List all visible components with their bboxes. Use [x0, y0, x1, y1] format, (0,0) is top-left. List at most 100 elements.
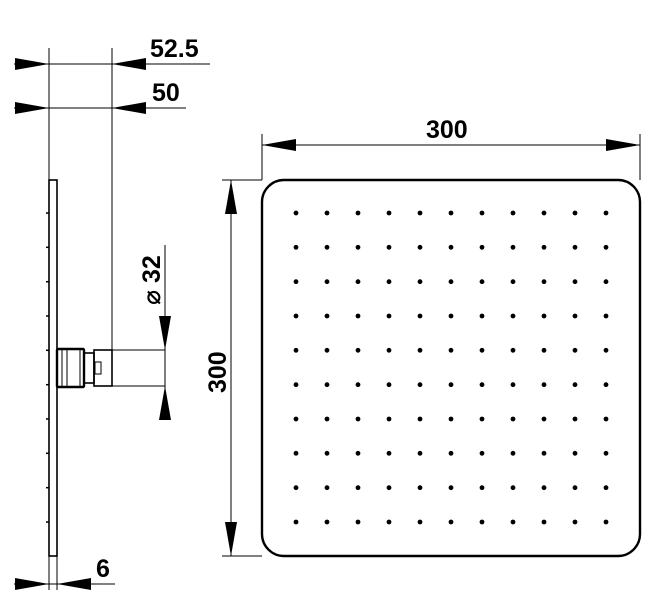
nozzle-dot	[355, 519, 361, 525]
nozzle-dot	[572, 279, 578, 285]
nozzle-dot	[603, 244, 609, 250]
nozzle-dot	[510, 450, 516, 456]
nozzle-dot	[510, 519, 516, 525]
nozzle-dot	[572, 519, 578, 525]
nozzle-dot	[293, 244, 299, 250]
dimension-label-300-height: 300	[204, 351, 232, 393]
dimension-label-50: 50	[152, 79, 180, 107]
nozzle-dot	[293, 210, 299, 216]
nozzle-dot	[355, 382, 361, 388]
nozzle-dot	[355, 210, 361, 216]
nozzle-dot	[324, 210, 330, 216]
nozzle-dot	[293, 485, 299, 491]
nozzle-dot	[355, 416, 361, 422]
nozzle-dot	[386, 416, 392, 422]
nozzle-dot	[386, 347, 392, 353]
nozzle-dot	[324, 519, 330, 525]
nozzle-dot	[541, 519, 547, 525]
nozzle-dot	[448, 416, 454, 422]
nozzle-dot	[355, 347, 361, 353]
nozzle-dot	[479, 347, 485, 353]
dimension-label-52-5: 52.5	[150, 35, 199, 63]
nozzle-dot	[603, 485, 609, 491]
nozzle-dot	[572, 210, 578, 216]
svg-text:⌀ 32: ⌀ 32	[138, 255, 166, 305]
nozzle-dot	[541, 382, 547, 388]
nozzle-dot	[510, 382, 516, 388]
nozzle-dot	[510, 244, 516, 250]
front-view: 300 300	[204, 116, 642, 558]
nozzle-dot	[293, 347, 299, 353]
nozzle-dot	[510, 416, 516, 422]
nozzle-dot	[386, 313, 392, 319]
nozzle-dot	[324, 244, 330, 250]
nozzle-dot	[572, 244, 578, 250]
nozzle-dot	[324, 450, 330, 456]
nozzle-dot	[448, 210, 454, 216]
nozzle-dot	[386, 382, 392, 388]
nozzle-dot	[541, 313, 547, 319]
dimension-52-5: 52.5	[14, 35, 210, 70]
dimension-50: 50	[14, 79, 186, 114]
nozzle-dot	[417, 450, 423, 456]
nozzle-dot	[479, 416, 485, 422]
dimension-label-32: 32	[138, 255, 166, 283]
nozzle-dot	[603, 210, 609, 216]
side-view: 52.5 50 ⌀ 32 6	[14, 35, 210, 590]
nozzle-dot	[355, 485, 361, 491]
nozzle-grid	[293, 210, 609, 525]
side-connector	[55, 347, 165, 389]
nozzle-dot	[417, 519, 423, 525]
nozzle-dot	[417, 347, 423, 353]
dimension-label-6: 6	[96, 555, 110, 583]
nozzle-dot	[417, 210, 423, 216]
nozzle-dot	[479, 279, 485, 285]
nozzle-dot	[293, 519, 299, 525]
nozzle-dot	[541, 210, 547, 216]
nozzle-dot	[479, 313, 485, 319]
nozzle-dot	[386, 210, 392, 216]
nozzle-dot	[417, 416, 423, 422]
nozzle-dot	[293, 450, 299, 456]
nozzle-dot	[448, 450, 454, 456]
nozzle-dot	[448, 279, 454, 285]
nozzle-dot	[448, 382, 454, 388]
dimension-diameter-32: ⌀ 32	[138, 245, 171, 420]
nozzle-dot	[603, 382, 609, 388]
nozzle-dot	[603, 416, 609, 422]
nozzle-dot	[479, 244, 485, 250]
nozzle-dot	[386, 485, 392, 491]
nozzle-dot	[293, 313, 299, 319]
nozzle-dot	[541, 416, 547, 422]
nozzle-dot	[448, 519, 454, 525]
nozzle-dot	[324, 382, 330, 388]
nozzle-dot	[479, 210, 485, 216]
nozzle-dot	[479, 519, 485, 525]
nozzle-dot	[386, 279, 392, 285]
nozzle-dot	[510, 210, 516, 216]
dimension-label-300-width: 300	[426, 116, 468, 144]
dimension-6: 6	[14, 555, 115, 590]
nozzle-dot	[324, 279, 330, 285]
nozzle-dot	[324, 416, 330, 422]
nozzle-dot	[603, 279, 609, 285]
nozzle-dot	[572, 416, 578, 422]
nozzle-dot	[293, 382, 299, 388]
nozzle-dot	[541, 485, 547, 491]
shower-head-plate	[260, 178, 642, 558]
nozzle-dot	[510, 313, 516, 319]
nozzle-dot	[572, 382, 578, 388]
nozzle-dot	[386, 519, 392, 525]
nozzle-dot	[417, 279, 423, 285]
nozzle-dot	[572, 347, 578, 353]
nozzle-dot	[479, 485, 485, 491]
nozzle-dot	[603, 519, 609, 525]
nozzle-dot	[448, 485, 454, 491]
nozzle-dot	[541, 244, 547, 250]
nozzle-dot	[541, 450, 547, 456]
side-nozzle-ticks	[46, 212, 49, 523]
nozzle-dot	[417, 382, 423, 388]
nozzle-dot	[603, 450, 609, 456]
nozzle-dot	[324, 347, 330, 353]
